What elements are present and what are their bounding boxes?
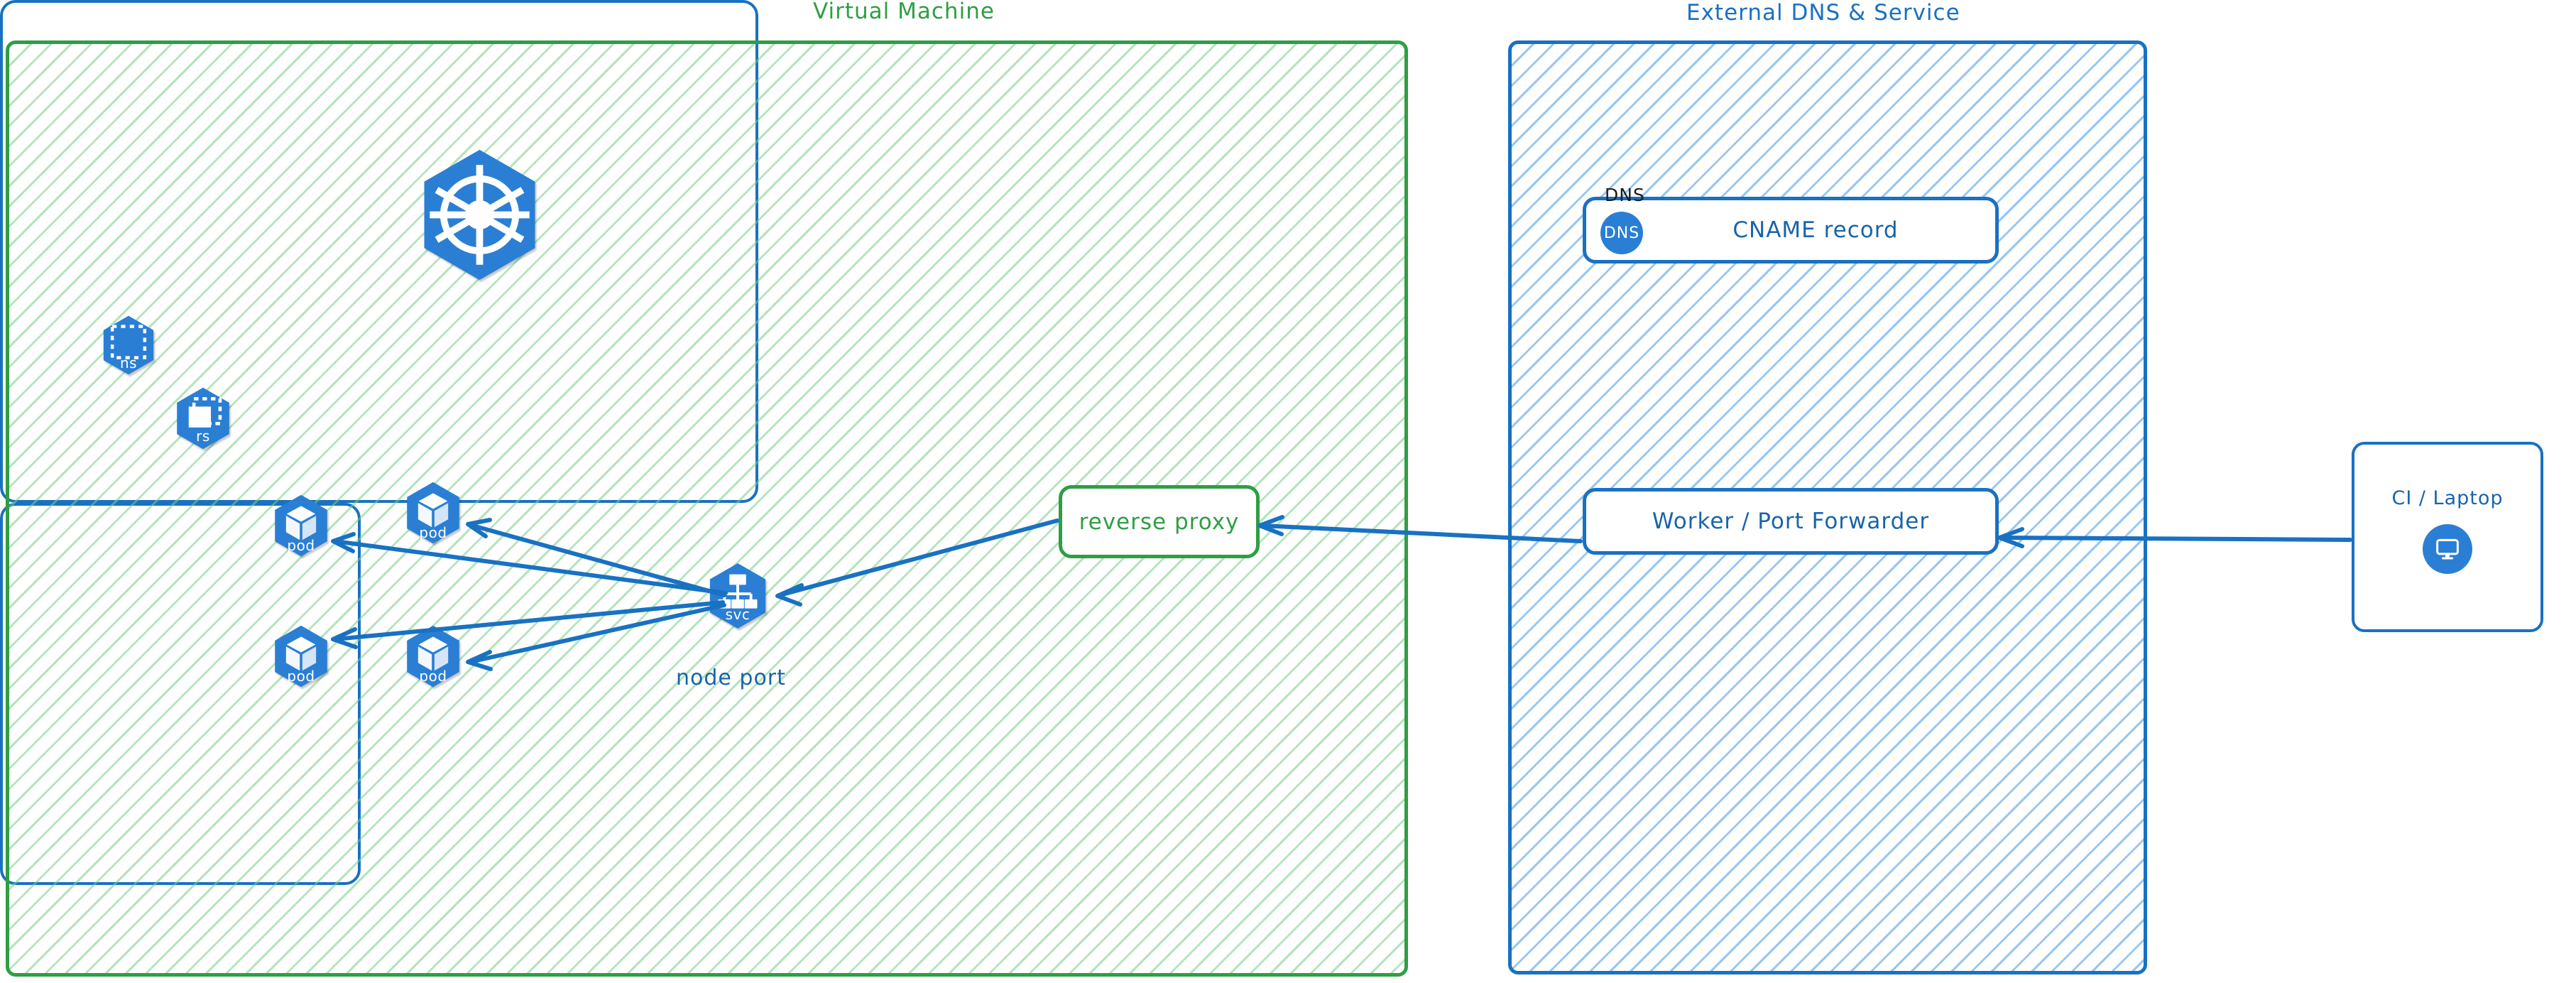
pod-icon-3: pod: [268, 624, 334, 689]
namespace-icon: ns: [97, 314, 160, 376]
replicaset-icon: rs: [170, 386, 236, 451]
worker-port-forwarder-box[interactable]: Worker / Port Forwarder: [1583, 488, 1999, 555]
reverse-proxy-label: reverse proxy: [1079, 509, 1240, 535]
kubernetes-logo-icon: [410, 146, 549, 284]
worker-port-forwarder-label: Worker / Port Forwarder: [1652, 509, 1930, 534]
dns-cname-card[interactable]: DNS DNS CNAME record: [1583, 185, 1999, 264]
pod-icon-4: pod: [400, 624, 466, 689]
ci-laptop-label: CI / Laptop: [2391, 487, 2504, 509]
node-port-caption: node port: [676, 666, 786, 690]
cname-record-label: CNAME record: [1732, 217, 1899, 243]
reverse-proxy-box[interactable]: reverse proxy: [1059, 485, 1260, 558]
pod-icon-1: pod: [268, 493, 334, 558]
dns-icon: DNS: [1600, 212, 1643, 254]
ci-laptop-box[interactable]: CI / Laptop: [2352, 442, 2543, 632]
zone-virtual-machine-title: Virtual Machine: [813, 0, 995, 24]
zone-external-dns-service-title: External DNS & Service: [1686, 0, 1960, 26]
service-icon: svc: [703, 561, 773, 631]
desktop-monitor-icon: [2423, 524, 2472, 574]
dns-card-tag: DNS: [1605, 185, 1645, 205]
dns-icon-label: DNS: [1603, 224, 1640, 242]
pod-icon-2: pod: [400, 480, 466, 545]
